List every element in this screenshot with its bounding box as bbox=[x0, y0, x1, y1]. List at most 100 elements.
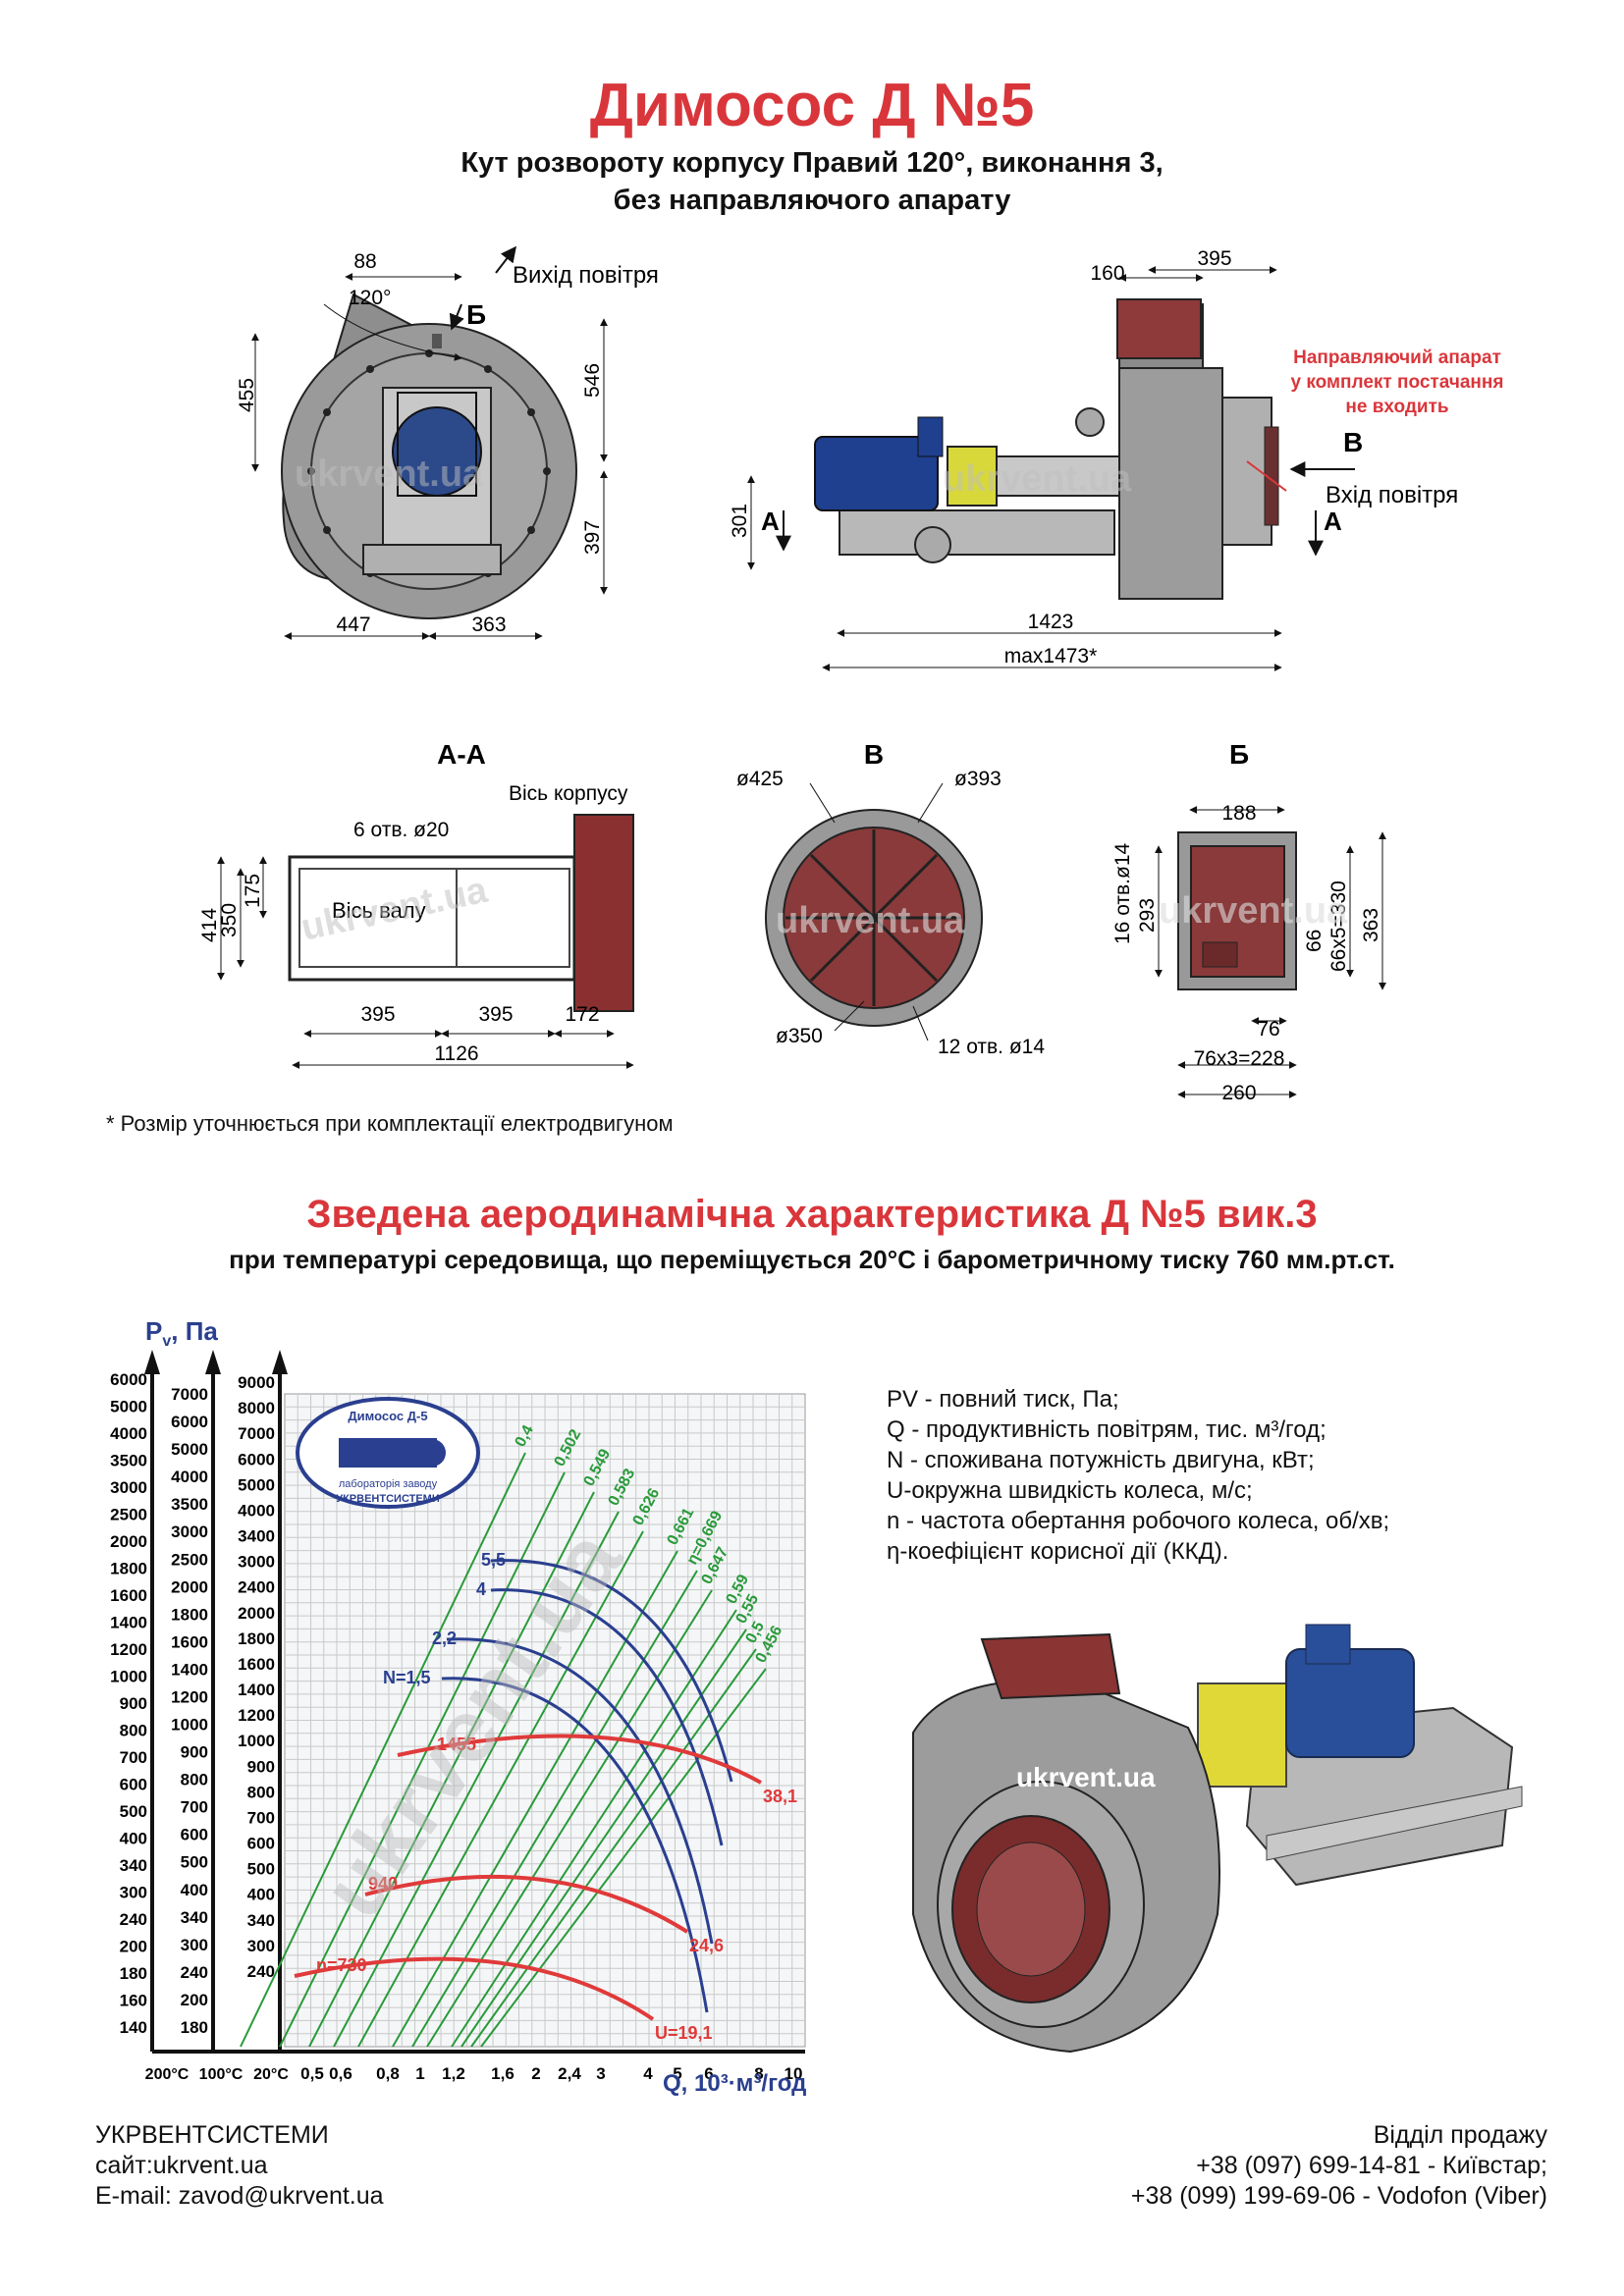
y-tick: 600 bbox=[181, 1826, 208, 1844]
section-aa-dim-175: 175 bbox=[242, 874, 264, 908]
temp-label: 200°С bbox=[145, 2066, 189, 2083]
section-aa-dim-395b: 395 bbox=[478, 1003, 513, 1026]
section-b-dim-66x5: 66x5=330 bbox=[1327, 881, 1350, 972]
footer-email[interactable]: E-mail: zavod@ukrvent.ua bbox=[95, 2182, 384, 2210]
section-aa-dim-395a: 395 bbox=[360, 1003, 395, 1026]
speed-curve bbox=[397, 1734, 762, 1785]
y-tick: 1800 bbox=[110, 1560, 147, 1578]
watermark-front: ukrvent.ua bbox=[295, 454, 484, 495]
section-aa-dim-1126: 1126 bbox=[434, 1042, 478, 1065]
y-tick: 340 bbox=[181, 1908, 208, 1927]
page-title: Димосос Д №5 bbox=[589, 72, 1035, 139]
x-tick: 4 bbox=[643, 2064, 653, 2083]
y-tick: 6000 bbox=[171, 1413, 208, 1431]
power-label: 5,5 bbox=[481, 1550, 506, 1570]
efficiency-line bbox=[460, 1629, 747, 2048]
x-tick: 2,4 bbox=[558, 2064, 581, 2083]
side-guide-note1: Направляючий апарат bbox=[1293, 347, 1501, 368]
y-tick: 2500 bbox=[110, 1506, 147, 1524]
section-aa-drawing bbox=[217, 814, 634, 1069]
efficiency-line bbox=[426, 1589, 713, 2048]
power-curve bbox=[441, 1677, 709, 2013]
footer-phone1[interactable]: +38 (097) 699-14-81 - Київстар; bbox=[1196, 2152, 1547, 2179]
y-tick: 1000 bbox=[110, 1668, 147, 1686]
y-tick: 5000 bbox=[110, 1398, 147, 1416]
y-tick: 5000 bbox=[171, 1440, 208, 1459]
footer-sales: Відділ продажу bbox=[1373, 2121, 1547, 2149]
y-tick: 1200 bbox=[110, 1640, 147, 1659]
section-b-title: Б bbox=[1229, 739, 1249, 770]
front-section-b: Б bbox=[466, 299, 486, 330]
front-dim-455: 455 bbox=[236, 378, 258, 412]
y-tick: 3500 bbox=[110, 1452, 147, 1470]
y-tick: 600 bbox=[247, 1835, 275, 1853]
front-dim-363: 363 bbox=[471, 614, 506, 636]
section-aa-holes: 6 отв. ø20 bbox=[353, 819, 449, 841]
y-tick: 6000 bbox=[110, 1370, 147, 1389]
side-guide-note2: у комплект постачання bbox=[1291, 372, 1504, 393]
x-tick: 8 bbox=[754, 2064, 763, 2083]
speed-label: n=730 bbox=[316, 1955, 367, 1975]
footer-phone2[interactable]: +38 (099) 199-69-06 - Vodofon (Viber) bbox=[1130, 2182, 1547, 2210]
stamp-line3: УКРВЕНТСИСТЕМИ bbox=[336, 1493, 440, 1505]
stamp-line2: лабораторія заводу bbox=[339, 1478, 438, 1490]
footer-site[interactable]: сайт:ukrvent.ua bbox=[95, 2152, 268, 2179]
section-b-dim-363: 363 bbox=[1360, 908, 1382, 942]
efficiency-line bbox=[308, 1491, 595, 2048]
y-tick: 900 bbox=[247, 1757, 275, 1776]
page-subtitle-line1: Кут розвороту корпусу Правий 120°, викон… bbox=[460, 147, 1164, 179]
y-tick: 2400 bbox=[238, 1578, 275, 1597]
section-b-dim-293: 293 bbox=[1136, 898, 1159, 933]
x-tick: 10 bbox=[785, 2064, 803, 2083]
y-tick: 2000 bbox=[171, 1577, 208, 1596]
x-tick: 6 bbox=[704, 2064, 713, 2083]
y-tick: 1400 bbox=[110, 1614, 147, 1632]
y-tick: 400 bbox=[247, 1886, 275, 1904]
side-label-b: В bbox=[1343, 427, 1363, 457]
speed-curve bbox=[294, 1956, 655, 2021]
legend-n-speed: n - частота обертання робочого колеса, о… bbox=[887, 1508, 1390, 1534]
section-aa-dim-172: 172 bbox=[565, 1003, 599, 1026]
y-tick: 3000 bbox=[238, 1553, 275, 1572]
efficiency-line bbox=[333, 1511, 620, 2048]
x-tick: 1,6 bbox=[491, 2064, 514, 2083]
front-dim-397: 397 bbox=[581, 520, 604, 555]
side-dim-160: 160 bbox=[1090, 262, 1124, 285]
y-tick: 500 bbox=[247, 1860, 275, 1879]
y-tick: 1400 bbox=[238, 1681, 275, 1699]
y-tick: 1200 bbox=[171, 1687, 208, 1706]
y-tick: 3000 bbox=[110, 1478, 147, 1497]
y-tick: 8000 bbox=[238, 1399, 275, 1417]
y-tick: 300 bbox=[120, 1884, 147, 1902]
stamp-line1: Димосос Д-5 bbox=[348, 1409, 427, 1423]
front-view bbox=[251, 245, 608, 640]
u-label: U=19,1 bbox=[655, 2023, 713, 2043]
front-outlet-label: Вихід повітря bbox=[513, 262, 659, 289]
power-curve bbox=[446, 1637, 714, 1945]
y-tick: 4000 bbox=[238, 1501, 275, 1520]
y-tick: 3000 bbox=[171, 1522, 208, 1541]
footer-left: УКРВЕНТСИСТЕМИ сайт:ukrvent.ua E-mail: z… bbox=[95, 2120, 384, 2212]
chart-axes bbox=[144, 1350, 805, 2054]
power-label: 4 bbox=[476, 1579, 486, 1599]
technical-drawings: 120° 88 Вихід повітря Б 455 546 397 447 … bbox=[198, 245, 1504, 1104]
y-tick: 180 bbox=[181, 2018, 208, 2037]
efficiency-line bbox=[240, 1452, 526, 2048]
section-b-dim-76: 76 bbox=[1257, 1018, 1279, 1041]
x-tick: 0,5 bbox=[300, 2064, 324, 2083]
front-dim-546: 546 bbox=[581, 363, 604, 398]
y-tick: 140 bbox=[120, 2018, 147, 2037]
y-tick: 2000 bbox=[238, 1604, 275, 1623]
chart-curves bbox=[240, 1452, 767, 2048]
front-dim-88: 88 bbox=[353, 250, 376, 273]
section-aa-dim-350: 350 bbox=[218, 903, 241, 937]
y-tick: 160 bbox=[120, 1992, 147, 2010]
section-b-holes: 16 отв.ø14 bbox=[1111, 842, 1134, 944]
y-tick: 500 bbox=[181, 1853, 208, 1872]
page-subtitle-line2: без направляючого апарату bbox=[613, 185, 1011, 216]
y-tick: 7000 bbox=[171, 1385, 208, 1404]
footer-company: УКРВЕНТСИСТЕМИ bbox=[95, 2121, 329, 2149]
x-tick: 3 bbox=[596, 2064, 605, 2083]
y-tick: 700 bbox=[247, 1808, 275, 1827]
